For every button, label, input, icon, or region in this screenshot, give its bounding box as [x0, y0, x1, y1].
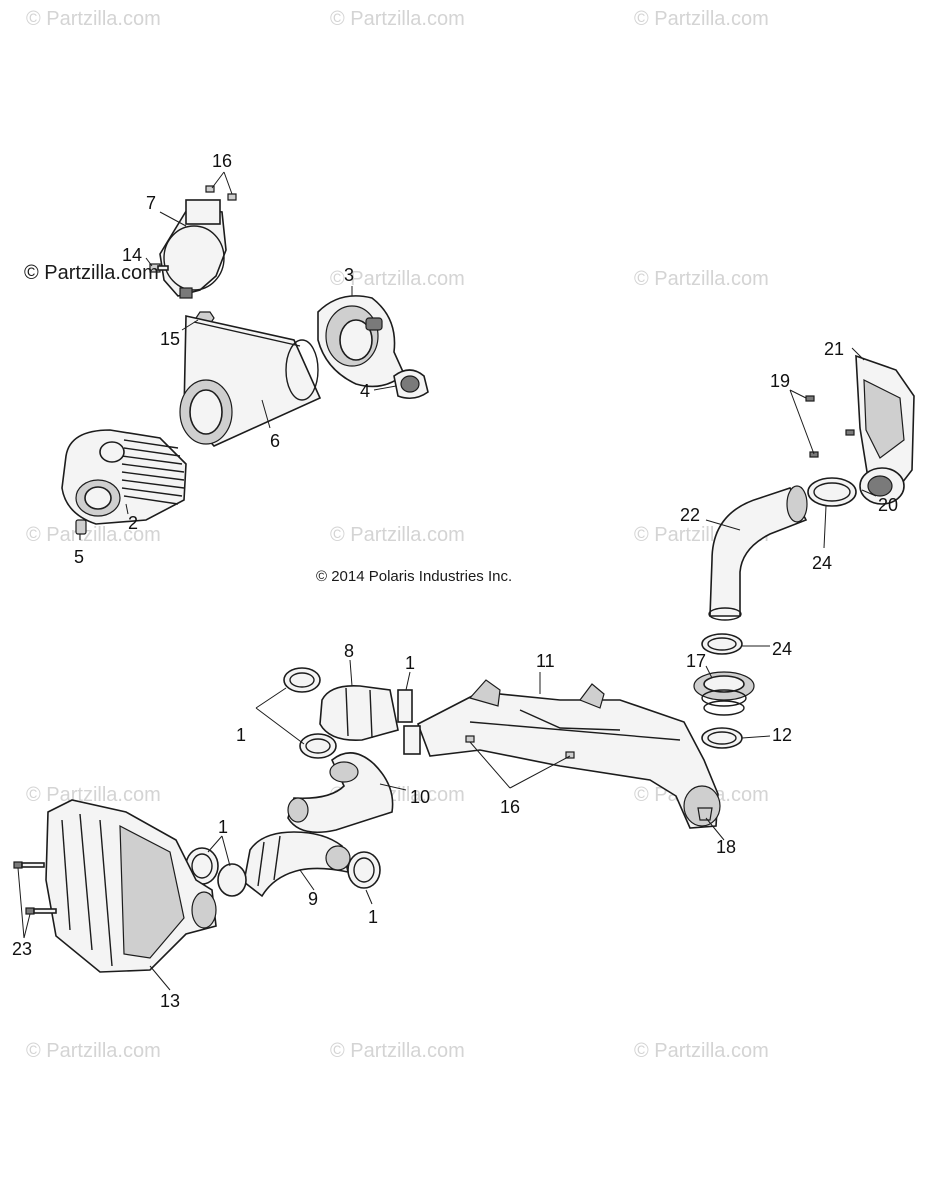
callout-7: 7 [146, 193, 157, 213]
part-24-clamp [807, 477, 857, 507]
part-16-bolts [205, 185, 237, 201]
part-19-screws [805, 395, 855, 458]
part-2-airbox [61, 429, 187, 525]
part-10-hose [287, 752, 394, 834]
callout-21: 21 [824, 339, 845, 359]
callout-23: 23 [12, 939, 33, 959]
part-13-airbox-housing [45, 799, 217, 973]
part-1-clamps [283, 667, 413, 759]
callout-13: 13 [160, 991, 181, 1011]
watermark: © Partzilla.com [634, 8, 769, 30]
part-24-clamp-lower [701, 633, 743, 655]
callout-1-a: 1 [405, 653, 416, 673]
callout-1-c: 1 [218, 817, 229, 837]
part-5-drain [75, 519, 87, 535]
callout-18: 18 [716, 837, 737, 857]
callout-11: 11 [536, 651, 555, 671]
part-17-boot [693, 671, 755, 716]
callout-19: 19 [770, 371, 791, 391]
part-21-intake-panel [855, 354, 915, 498]
callout-17: 17 [686, 651, 707, 671]
callout-4: 4 [360, 381, 371, 401]
callout-9: 9 [308, 889, 319, 909]
watermark: © Partzilla.com [26, 524, 161, 546]
watermark: © Partzilla.com [330, 268, 465, 290]
part-20-intake-duct [859, 467, 905, 505]
callout-22: 22 [680, 505, 701, 525]
callout-3: 3 [344, 265, 355, 285]
part-12-clamp [701, 727, 743, 749]
callout-12: 12 [772, 725, 793, 745]
watermark: © Partzilla.com [330, 8, 465, 30]
callout-2: 2 [128, 513, 139, 533]
callout-8: 8 [344, 641, 355, 661]
watermark: © Partzilla.com [26, 8, 161, 30]
copyright-notice: © 2014 Polaris Industries Inc. [316, 568, 513, 585]
partzilla-watermark: © Partzilla.com [24, 262, 159, 284]
callout-1-b: 1 [236, 725, 247, 745]
watermark: © Partzilla.com [26, 784, 161, 806]
part-3-airbox-cover [317, 295, 405, 388]
callout-14: 14 [122, 245, 143, 265]
callout-5: 5 [74, 547, 85, 567]
callout-10: 10 [410, 787, 431, 807]
part-6-air-filter [179, 315, 322, 447]
watermark: © Partzilla.com [634, 1040, 769, 1062]
part-16-lower-bolts [465, 735, 575, 759]
part-14-bolt [149, 263, 169, 273]
part-8-hose [319, 684, 399, 741]
callout-20: 20 [878, 495, 899, 515]
callout-6: 6 [270, 431, 281, 451]
part-22-bent-tube [708, 485, 808, 621]
watermark: © Partzilla.com [26, 1040, 161, 1062]
watermark: © Partzilla.com [634, 268, 769, 290]
watermark: © Partzilla.com [330, 524, 465, 546]
callout-24-upper: 24 [812, 553, 833, 573]
part-9-hose [243, 831, 351, 898]
part-4-grommet [393, 369, 429, 400]
callout-16-lower: 16 [500, 797, 521, 817]
part-18-plug [697, 807, 713, 821]
callout-24-lower: 24 [772, 639, 793, 659]
part-7-bracket [159, 199, 227, 299]
watermark: © Partzilla.com [330, 1040, 465, 1062]
part-11-intake-duct [403, 679, 721, 829]
leader-lines [17, 171, 877, 991]
callout-1-d: 1 [368, 907, 379, 927]
callout-15: 15 [160, 329, 181, 349]
callout-16-top: 16 [212, 151, 233, 171]
